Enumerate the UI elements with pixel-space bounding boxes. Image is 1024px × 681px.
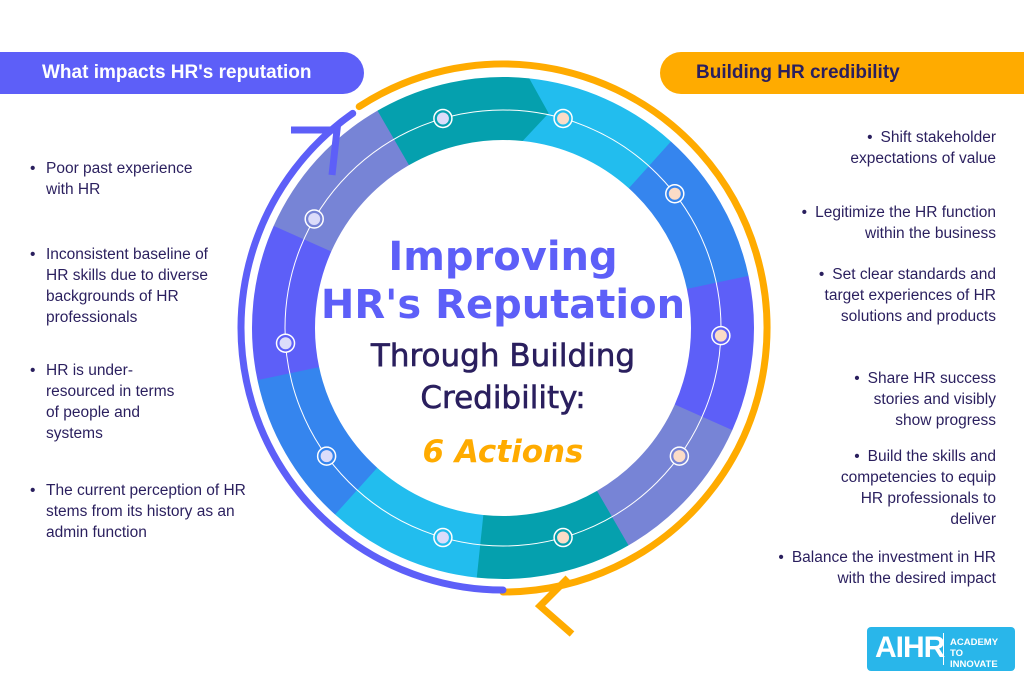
violet-cycle-arrow [237, 109, 507, 594]
milestone-dot-inner [279, 337, 292, 350]
milestone-dot-inner [714, 329, 727, 342]
orange-arrowhead-icon [534, 575, 575, 637]
ring-segment [377, 77, 549, 166]
right-item: •Build the skills and competencies to eq… [840, 448, 996, 528]
milestone-dot-inner [673, 450, 686, 463]
milestone-dot-inner [557, 112, 570, 125]
title-line-4: Credibility: [420, 380, 586, 417]
violet-arrowhead-icon [291, 126, 341, 176]
title-line-2: HR's Reputation [320, 282, 686, 328]
ring-segment [592, 404, 733, 546]
logo-text: ACADEMY TO INNOVATE HR [950, 637, 998, 681]
right-item: •Legitimize the HR function within the b… [801, 204, 996, 242]
left-item: HR is under-resourced in terms of people… [30, 360, 191, 444]
ring-segment [457, 490, 629, 580]
title-line-5: 6 Actions [422, 434, 584, 470]
left-item: The current perception of HR stems from … [30, 480, 246, 543]
right-item: •Share HR success stories and visibly sh… [854, 370, 996, 429]
ring-segment [257, 350, 378, 515]
ring-segment [252, 218, 332, 381]
title-line-3: Through Building [370, 338, 636, 375]
ring-segment [335, 467, 484, 578]
right-header: Building HR credibility [660, 52, 1024, 94]
logo-divider [943, 633, 944, 665]
ring-segment [628, 141, 749, 306]
milestone-dot-inner [320, 450, 333, 463]
logo-mark: AIHR [875, 631, 945, 664]
left-header: What impacts HR's reputation [0, 52, 364, 94]
milestone-dot-inner [308, 213, 321, 225]
right-item: •Balance the investment in HR with the d… [778, 549, 996, 587]
ring-segment [522, 78, 671, 189]
title-line-1: Improving [388, 234, 618, 280]
orange-cycle-arrow [355, 60, 771, 596]
aihr-logo: AIHR ACADEMY TO INNOVATE HR [867, 627, 1015, 681]
left-item: Inconsistent baseline of HR skills due t… [30, 244, 221, 328]
milestone-dot-inner [668, 187, 681, 200]
right-item: •Set clear standards and target experien… [818, 266, 996, 325]
left-item: Poor past experience with HR [30, 158, 206, 200]
right-item: •Shift stakeholder expectations of value [850, 129, 996, 167]
milestone-dot-inner [436, 112, 449, 125]
ring-segment [674, 275, 755, 438]
milestone-dot-inner [436, 531, 449, 544]
milestone-dot-inner [557, 531, 570, 544]
